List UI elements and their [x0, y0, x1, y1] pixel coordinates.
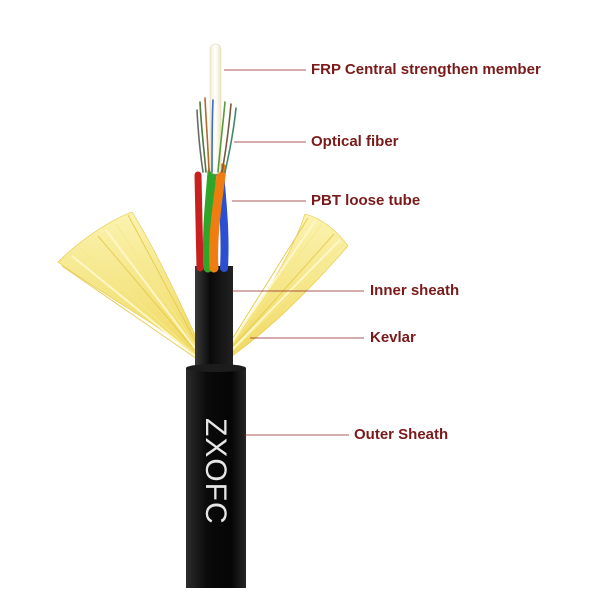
label-frp: FRP Central strengthen member: [311, 61, 541, 78]
label-pbt-loose-tube: PBT loose tube: [311, 192, 421, 209]
label-inner-sheath: Inner sheath: [370, 282, 460, 299]
brand-logo: ZXOFC: [199, 418, 232, 525]
label-kevlar: Kevlar: [370, 329, 416, 346]
inner-sheath: [195, 266, 233, 370]
label-optical-fiber: Optical fiber: [311, 133, 399, 150]
leader-lines: [224, 69, 364, 436]
kevlar-left-fan: [57, 211, 211, 369]
pbt-loose-tubes: [194, 163, 229, 273]
label-outer-sheath: Outer Sheath: [354, 426, 449, 443]
outer-sheath: ZXOFC: [186, 364, 246, 588]
optical-fibers: [196, 97, 237, 173]
